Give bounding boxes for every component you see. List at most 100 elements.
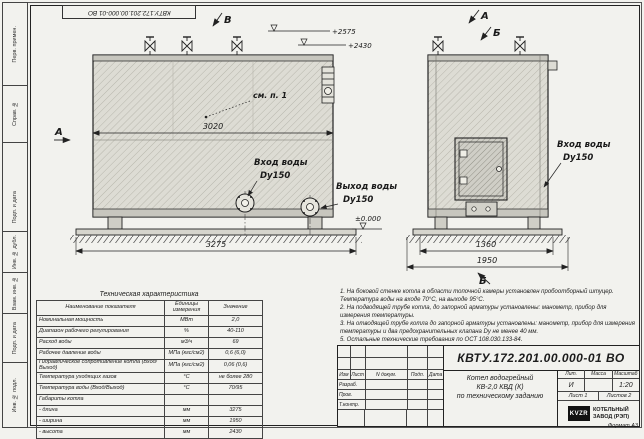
- col-izm: Изм: [338, 370, 351, 380]
- change-cell: [407, 346, 429, 358]
- rail-box-podp-data-2: Подп. и дата: [2, 314, 28, 363]
- elev-2575: +2575: [332, 28, 356, 36]
- role-empty: [338, 410, 365, 426]
- cell: - длина: [36, 404, 165, 417]
- inlet-flange: [235, 191, 255, 235]
- valve-icon: [432, 36, 444, 56]
- sheets-total: Листов 2: [599, 392, 639, 401]
- view-marker-a-left: А: [54, 127, 63, 138]
- sign-cell: [365, 380, 408, 390]
- cell: Температура уходящих газов: [36, 371, 165, 384]
- cell: 69: [208, 337, 263, 349]
- change-cell: [350, 346, 366, 358]
- side-view-top-band: [92, 54, 334, 62]
- left-margin-rail: Перв. примен. Справ. № Подп. и дата Инв.…: [2, 2, 28, 428]
- elev-2430: +2430: [348, 42, 372, 50]
- table-row: Диапазон рабочего регулирования%40-110: [36, 326, 263, 338]
- date-cell: [428, 410, 443, 426]
- company-logo: KVZR: [567, 406, 590, 421]
- dim-3275: 3275: [206, 240, 226, 249]
- view-marker-b-right: Б: [493, 28, 501, 39]
- sign-cell: [365, 390, 408, 400]
- view-marker-b-bottom: Б: [479, 276, 487, 285]
- view-marker-v: В: [224, 15, 232, 26]
- cell: °С: [164, 382, 209, 395]
- col-date: Дата: [428, 370, 443, 380]
- note-5: 5. Остальные технические требования по О…: [340, 337, 523, 343]
- change-cell: [338, 358, 351, 370]
- title-block-right: Лит. Масса Масштаб И 1:20 Лист 1 Листов …: [558, 370, 639, 426]
- scale-value: 1:20: [612, 379, 639, 392]
- cell: 2,0: [208, 315, 263, 327]
- rail-label: Справ. №: [12, 101, 18, 127]
- cell: МПа (кгс/см2): [164, 348, 209, 360]
- change-cell: [365, 346, 408, 358]
- cell: не более 280: [208, 371, 263, 384]
- inlet2-water-label: Вход воды: [557, 140, 611, 150]
- boiler-technical-drawing: 3020 Вход воды Dy150 Выход воды Dy150 см: [54, 9, 611, 285]
- tech-characteristics: Техническая характеристика Наименование …: [36, 289, 263, 439]
- table-row: Габариты котла: [36, 393, 263, 406]
- rail-label: Перв. примен.: [12, 25, 18, 63]
- furnace-door: [454, 137, 508, 201]
- rail-label: Инв. № дубл.: [12, 234, 18, 270]
- note-2: 2. На подводящей трубе котла, до запорно…: [340, 305, 607, 319]
- sign-cell: [407, 400, 429, 410]
- valve-icon: [231, 36, 243, 56]
- col-doc: N докум.: [365, 370, 408, 380]
- role-prov: Пров.: [338, 390, 366, 400]
- change-cell: [350, 358, 366, 370]
- inlet-water-label: Вход воды: [254, 158, 308, 168]
- format-label: Формат А3: [607, 423, 638, 429]
- rail-box-vzam-inv: Взам. инв. №: [2, 273, 28, 314]
- side-view: 3020 Вход воды Dy150 Выход воды Dy150 см: [54, 12, 397, 255]
- cell: - высота: [36, 426, 165, 439]
- cell: [208, 393, 263, 406]
- dim-1360: 1360: [476, 240, 496, 249]
- side-baseplate: [75, 228, 357, 236]
- rail-spacer: [2, 143, 28, 183]
- col-list: Лист: [350, 370, 366, 380]
- date-cell: [428, 390, 443, 400]
- role-tkontr: Т.контр.: [338, 400, 366, 410]
- cell: мм: [164, 404, 209, 417]
- dim-1950: 1950: [477, 256, 497, 265]
- outlet-water-size: Dy150: [343, 195, 373, 205]
- change-cell: [365, 358, 408, 370]
- front-support-left: [434, 216, 448, 230]
- cell: 0,06 (0,6): [208, 359, 263, 373]
- note-1: 1. На боковой стенке котла в области топ…: [340, 289, 614, 303]
- lit-value: И: [558, 379, 586, 392]
- inlet-water-size: Dy150: [260, 171, 290, 181]
- side-support-left: [107, 216, 123, 230]
- tech-col-units: Единицы измерения: [164, 300, 209, 316]
- product-line3: по техническому заданию: [456, 393, 544, 401]
- col-sign: Подп.: [407, 370, 429, 380]
- sign-cell: [365, 410, 408, 426]
- valve-icon: [514, 36, 526, 56]
- role-razrab: Разраб.: [338, 380, 366, 390]
- outlet-water-label: Выход воды: [336, 182, 397, 192]
- rail-box-podp-data-1: Подп. и дата: [2, 183, 28, 232]
- tech-table-header-row: Наименование показателя Единицы измерени…: [36, 300, 263, 316]
- cell: Номинальная мощность: [36, 315, 165, 327]
- rail-label: Инв. № подл.: [12, 377, 18, 413]
- drawing-frame: [30, 5, 640, 426]
- side-ladder: [321, 66, 335, 104]
- cell: 0,6 (6,0): [208, 348, 263, 360]
- change-cell: [428, 358, 443, 370]
- tech-table-title: Техническая характеристика: [99, 291, 199, 298]
- rail-box-inv-podl: Инв. № подл.: [2, 363, 28, 428]
- cell: 3275: [208, 404, 263, 417]
- cell: °С: [164, 371, 209, 384]
- rail-label: Подп. и дата: [12, 321, 18, 355]
- cell: 1950: [208, 415, 263, 428]
- burner-box: [465, 201, 498, 217]
- tech-col-value: Значение: [208, 300, 263, 316]
- title-block-left: Изм Лист N докум. Подп. Дата Разраб. Про…: [338, 346, 444, 426]
- rail-label: Подп. и дата: [12, 190, 18, 224]
